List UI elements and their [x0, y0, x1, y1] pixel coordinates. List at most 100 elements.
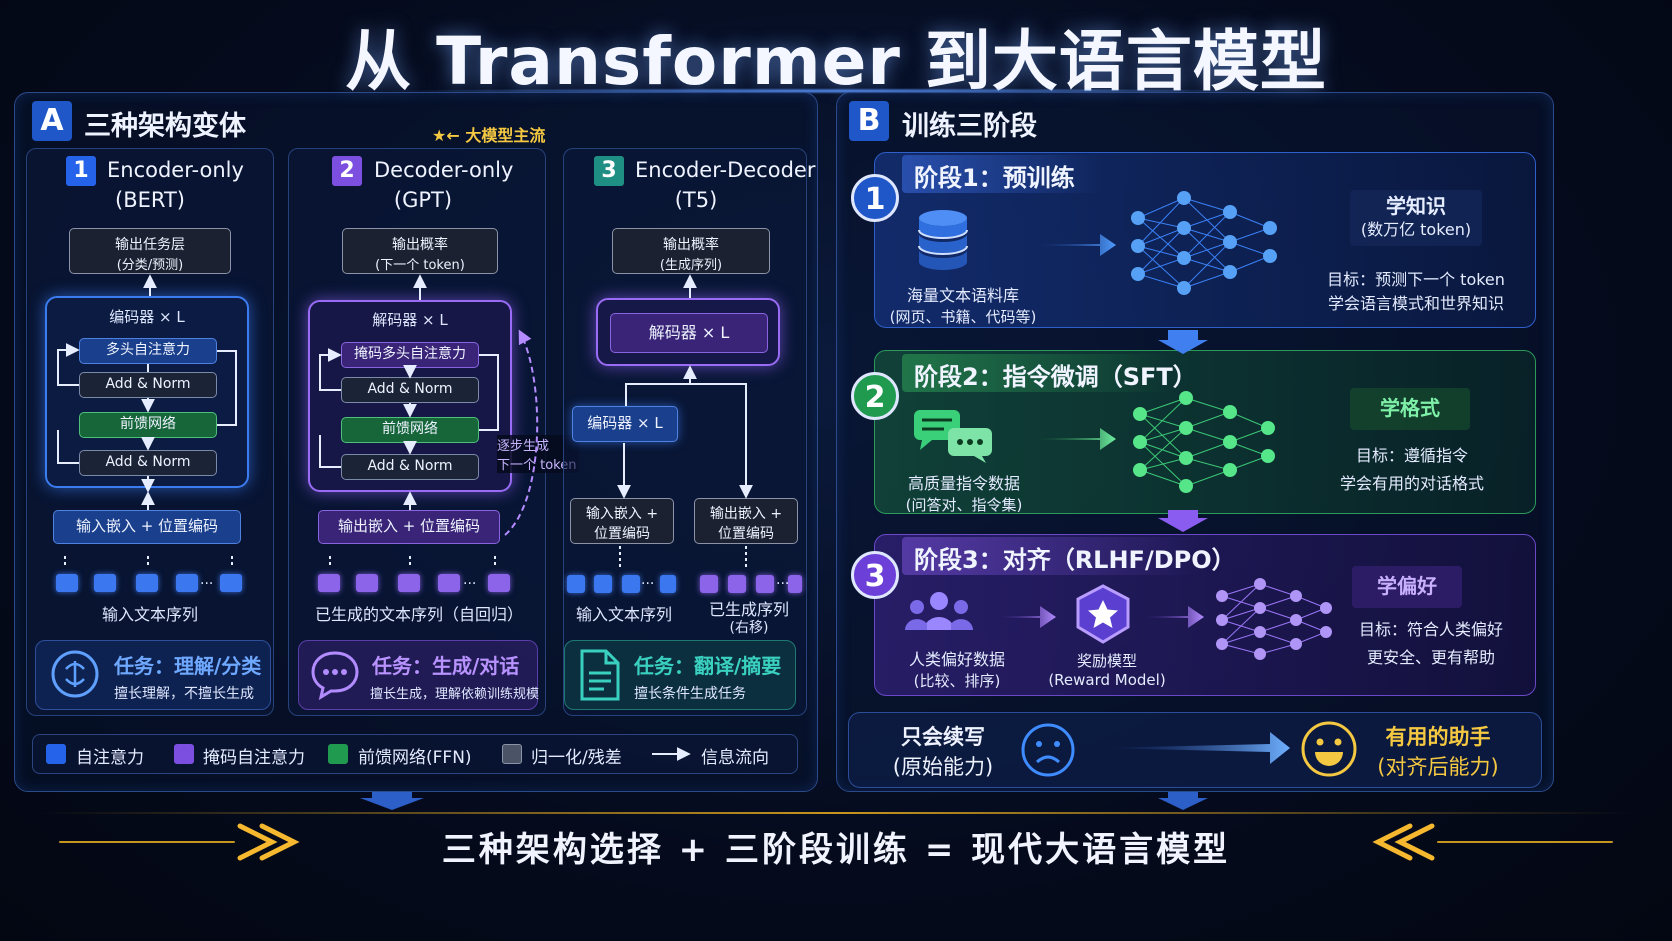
output-line1: 输出任务层	[115, 237, 185, 253]
column-2-example: (GPT)	[393, 188, 453, 212]
legend-swatch-ffn	[328, 744, 348, 764]
seq-out-line2: (右移)	[729, 620, 769, 636]
stage-3-title-bg	[902, 537, 1202, 575]
output-line1: 输出概率	[663, 237, 719, 253]
column-3-example: (T5)	[674, 188, 718, 212]
decoder-stack-label: 解码器 × L	[372, 311, 448, 329]
token	[94, 574, 116, 592]
data-line2: (比较、排序)	[913, 672, 1001, 690]
token	[788, 575, 802, 593]
token	[438, 574, 460, 592]
column-1-embed: 输入嵌入 + 位置编码	[53, 510, 241, 544]
column-1-task-sub: 擅长理解，不擅长生成	[114, 686, 254, 702]
data-line2: (网页、书籍、代码等)	[889, 308, 1037, 326]
column-2-task-sub: 擅长生成，理解依赖训练规模	[370, 687, 540, 702]
data-line1: 人类偏好数据	[908, 650, 1005, 669]
data-line1: 高质量指令数据	[907, 474, 1020, 493]
stage-connector-3	[1158, 792, 1208, 810]
column-2-seq-label: 已生成的文本序列（自回归）	[314, 605, 523, 624]
legend-swatch-self-attention	[46, 744, 66, 764]
section-b-title: 训练三阶段	[902, 111, 1037, 142]
column-2-name: Decoder-only	[374, 158, 514, 182]
goal-line2: 更安全、更有帮助	[1366, 648, 1495, 667]
token	[488, 574, 510, 592]
section-a-letter: A	[32, 101, 72, 141]
tag-line2: (数万亿 token)	[1360, 220, 1472, 239]
column-1-name: Encoder-only	[107, 158, 244, 182]
stage-3-reward-label: 奖励模型 (Reward Model)	[1046, 650, 1168, 689]
reward-line2: (Reward Model)	[1048, 671, 1166, 689]
legend-label-masked-attention: 掩码自注意力	[203, 748, 305, 768]
footer-line	[40, 812, 1632, 814]
stage-3-number: 3	[851, 551, 899, 599]
embed-out-line2: 位置编码	[718, 526, 774, 542]
embed-in-line2: 位置编码	[594, 526, 650, 542]
mainstream-note: ★← 大模型主流	[432, 122, 545, 146]
token	[318, 574, 340, 592]
document-icon	[574, 647, 624, 707]
decoder-ffn: 前馈网络	[341, 417, 479, 443]
goal-line1: 目标：符合人类偏好	[1358, 620, 1503, 639]
column-1-number: 1	[66, 156, 96, 186]
stage-1-title: 阶段1：预训练	[914, 164, 1075, 192]
column-1-example: (BERT)	[115, 188, 185, 212]
token	[756, 575, 774, 593]
brain-icon	[48, 647, 102, 705]
stage-2-goal: 目标：遵循指令 学会有用的对话格式	[1320, 442, 1504, 494]
outcome-before: 只会续写 (原始能力)	[878, 722, 1008, 782]
outcome-after: 有用的助手 (对齐后能力)	[1368, 722, 1508, 782]
tag-line1: 学知识	[1386, 194, 1446, 218]
data-line2: (问答对、指令集)	[905, 496, 1023, 514]
before-line1: 只会续写	[901, 725, 985, 749]
after-line1: 有用的助手	[1385, 725, 1491, 749]
token	[700, 575, 718, 593]
t5-seq-in-label: 输入文本序列	[575, 605, 672, 624]
goal-line1: 目标：遵循指令	[1355, 446, 1468, 465]
legend-swatch-norm	[502, 744, 522, 764]
users-icon	[904, 590, 974, 638]
t5-decoder-box: 解码器 × L	[610, 313, 768, 353]
token	[594, 575, 612, 593]
t5-output-embed: 输出嵌入 + 位置编码	[694, 498, 798, 544]
column-1-task-title: 任务：理解/分类	[114, 654, 262, 678]
legend-label-self-attention: 自注意力	[76, 748, 144, 768]
happy-face-icon	[1300, 720, 1358, 782]
token	[220, 574, 242, 592]
data-line1: 海量文本语料库	[906, 286, 1019, 305]
stage-1-tag: 学知识 (数万亿 token)	[1350, 190, 1482, 246]
section-a-title: 三种架构变体	[84, 111, 246, 142]
stage-3-tag: 学偏好	[1352, 566, 1462, 608]
output-line2: (生成序列)	[659, 258, 723, 273]
goal-line2: 学会有用的对话格式	[1339, 474, 1484, 493]
star-icon: ★	[432, 126, 447, 145]
stage-1-number: 1	[851, 174, 899, 222]
column-2-output-box: 输出概率 (下一个 token)	[342, 228, 498, 274]
reward-line1: 奖励模型	[1076, 652, 1137, 670]
column-3-task-title: 任务：翻译/摘要	[634, 654, 782, 678]
stage-2-title: 阶段2：指令微调（SFT）	[914, 363, 1197, 391]
encoder-add-norm-2: Add & Norm	[79, 450, 217, 476]
page-title: 从 Transformer 到大语言模型	[345, 23, 1327, 100]
mainstream-note-text: ← 大模型主流	[446, 126, 546, 145]
token	[728, 575, 746, 593]
output-line2: (下一个 token)	[375, 258, 465, 273]
star-shield-icon	[1074, 584, 1132, 648]
t5-encoder-box: 编码器 × L	[572, 406, 678, 442]
decoder-add-norm-1: Add & Norm	[341, 377, 479, 403]
token	[356, 574, 378, 592]
embed-out-line1: 输出嵌入 +	[709, 506, 783, 522]
before-line2: (原始能力)	[892, 755, 994, 779]
embed-in-line1: 输入嵌入 +	[585, 506, 659, 522]
column-3-output-box: 输出概率 (生成序列)	[612, 228, 770, 274]
stage-3-goal: 目标：符合人类偏好 更安全、更有帮助	[1340, 616, 1522, 668]
stage-2-tag: 学格式	[1350, 388, 1470, 430]
legend-label-flow: 信息流向	[701, 748, 769, 768]
stage-1-title-bg	[902, 155, 1102, 193]
footer-summary: 三种架构选择 + 三阶段训练 = 现代大语言模型	[441, 830, 1231, 870]
encoder-add-norm-1: Add & Norm	[79, 372, 217, 398]
goal-line2: 学会语言模式和世界知识	[1327, 294, 1504, 313]
t5-input-embed: 输入嵌入 + 位置编码	[570, 498, 674, 544]
token	[622, 575, 640, 593]
decoder-masked-attention: 掩码多头自注意力	[341, 342, 479, 368]
column-3-number: 3	[594, 156, 624, 186]
